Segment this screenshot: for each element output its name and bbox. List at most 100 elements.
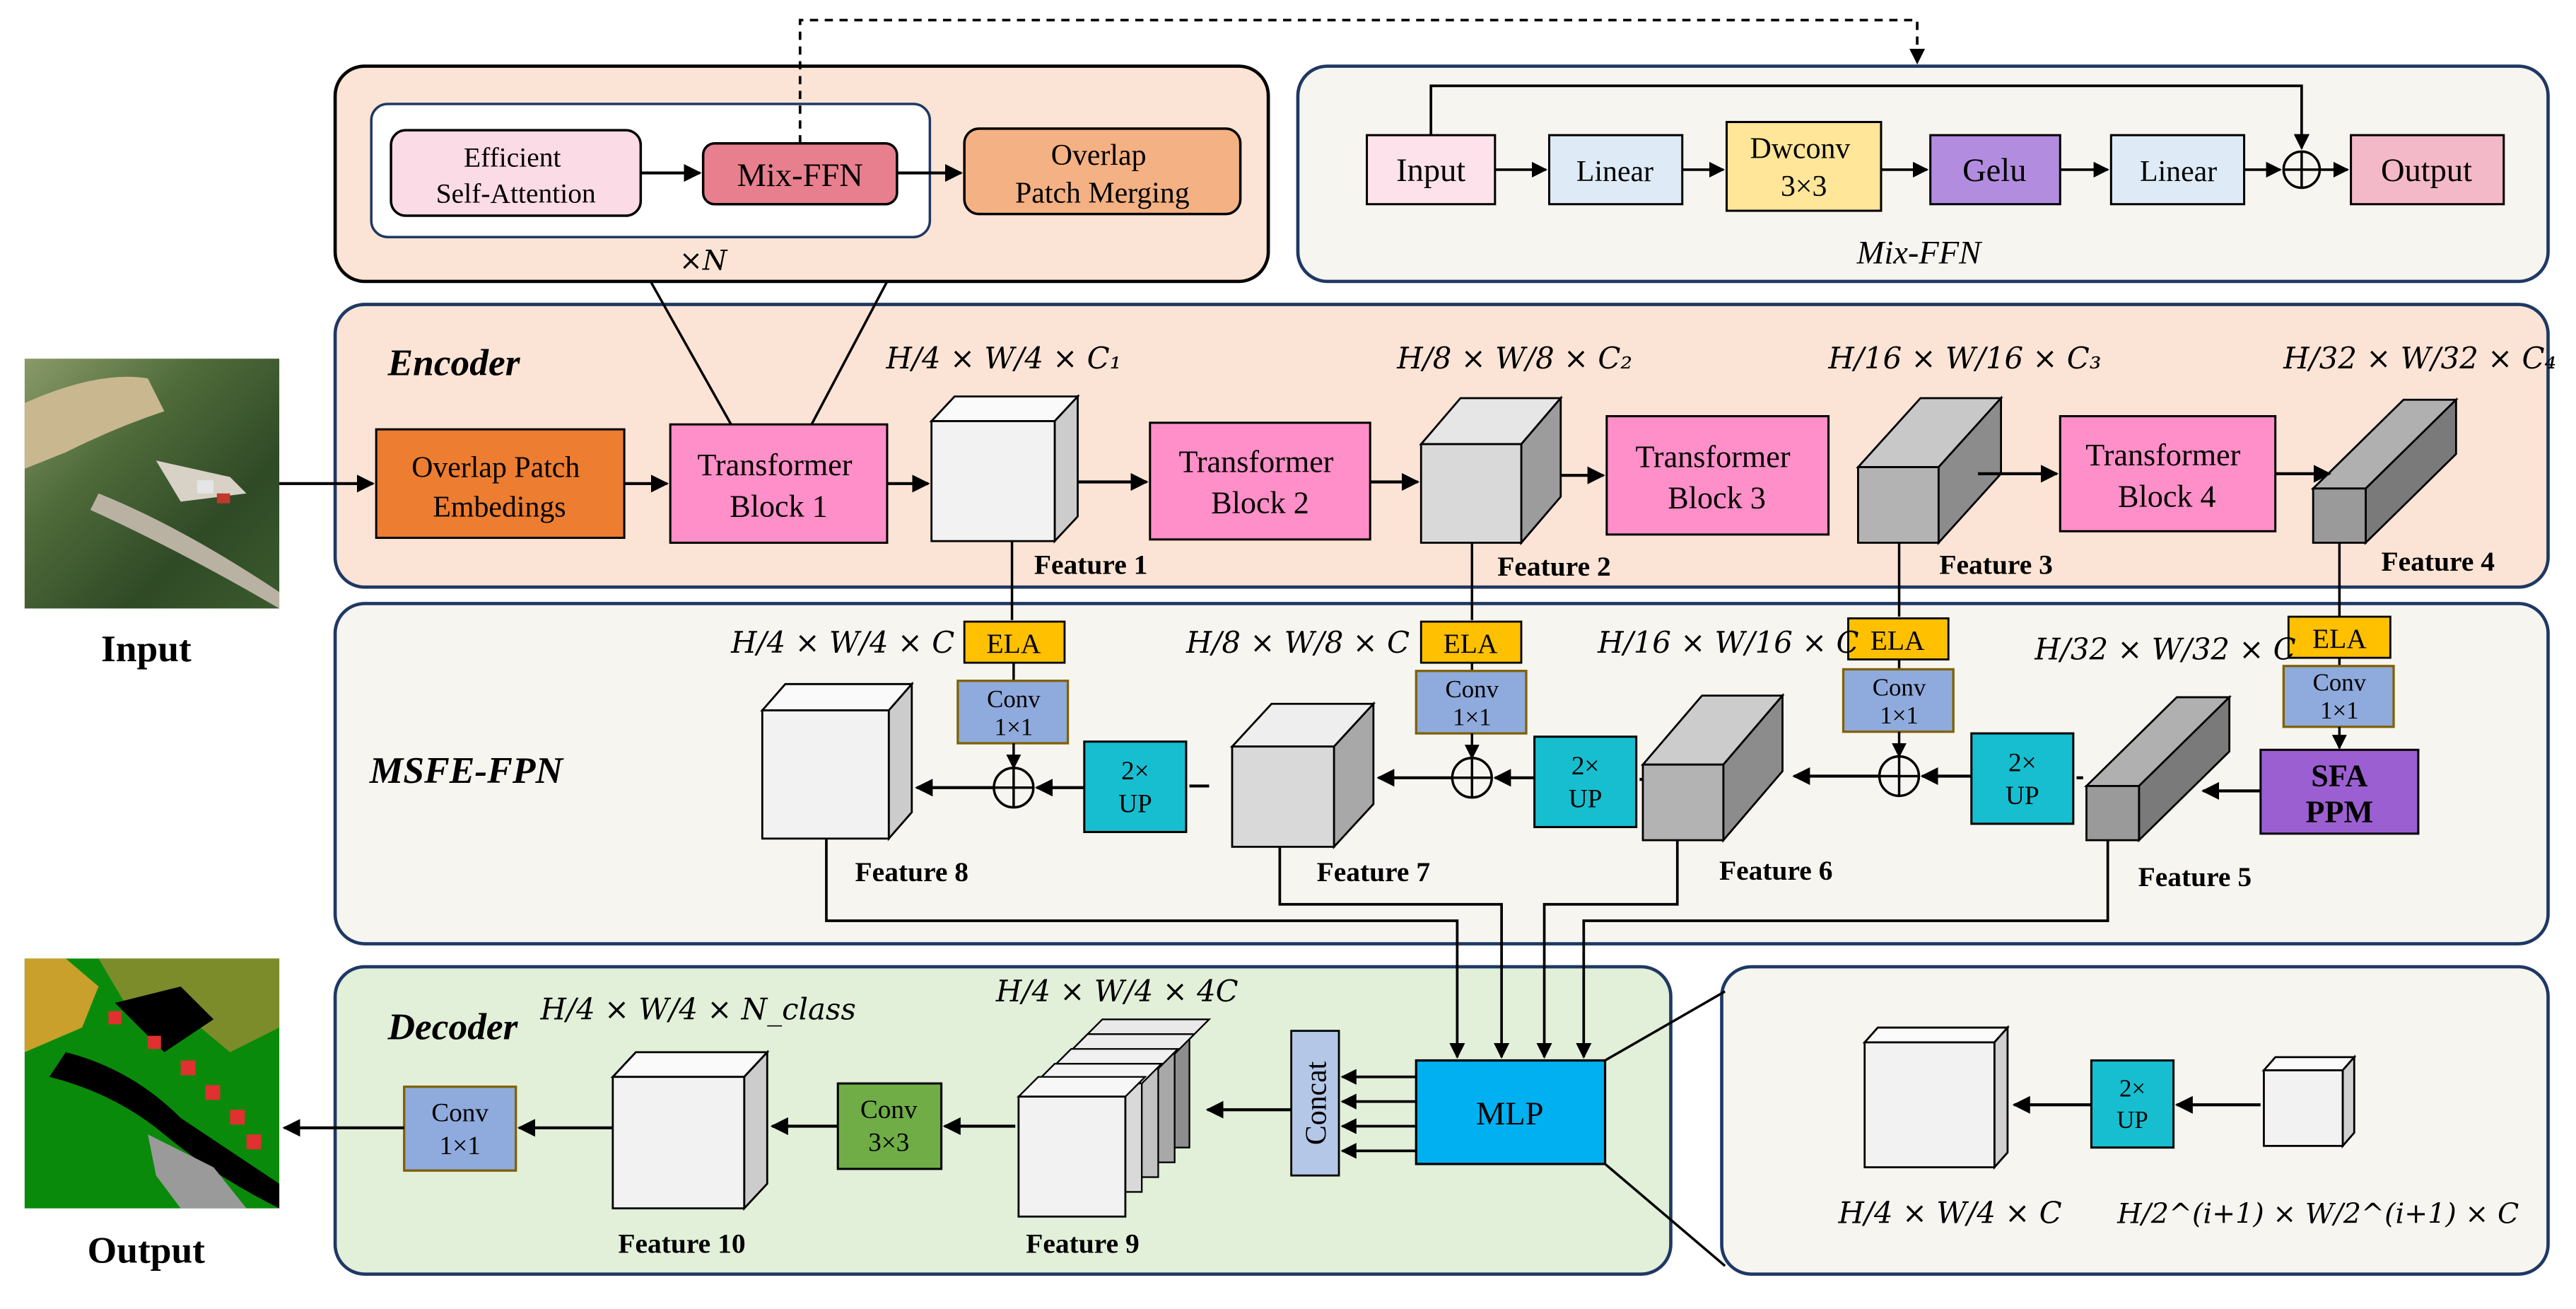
mlp-detail-dim-in: H/2^(i+1) × W/2^(i+1) × C (2117, 1198, 2519, 1231)
ffn-linear2-box (2109, 134, 2246, 206)
up2x-block-3: 2× UP (1970, 732, 2075, 825)
feature-7-label: Feature 7 (1317, 856, 1431, 888)
encoder-dim-1: H/4 × W/4 × C₁ (885, 341, 1121, 376)
mlp-output-cube (1862, 1025, 2010, 1170)
tb4-line1: Transformer (2085, 438, 2240, 472)
ffn-dwconv-line2: 3×3 (1781, 170, 1827, 203)
msfe-fpn-title: MSFE-FPN (369, 749, 565, 791)
conv3x3-block: Conv 3×3 (836, 1082, 943, 1170)
svg-text:Transformer Block 3: Transformer Block 3 (1636, 440, 1798, 516)
encoder-title: Encoder (387, 341, 520, 383)
transformer-block-2 (1149, 421, 1371, 541)
ffn-dwconv-line1: Dwconv (1750, 133, 1851, 165)
merging-line1: Overlap (1051, 139, 1147, 172)
ffn-gelu-label: Gelu (1962, 153, 2026, 189)
up2-line1: 2× (1571, 752, 1600, 781)
feature-7-cube (1229, 701, 1376, 849)
feature-1-cube (929, 394, 1080, 544)
ffn-output-label: Output (2381, 153, 2472, 189)
svg-text:Transformer Block 4: Transformer Block 4 (2085, 438, 2248, 513)
up3-line1: 2× (2008, 749, 2037, 778)
fpn-dim-7: H/8 × W/8 × C (1185, 625, 1410, 660)
concat-block: Concat (1290, 1030, 1340, 1177)
patch-embed-line1: Overlap Patch (411, 452, 580, 484)
out-conv-line2: 1×1 (440, 1131, 481, 1160)
tb3-line1: Transformer (1636, 440, 1791, 475)
conv3-line1: Conv (1873, 674, 1926, 702)
conv3x3-line2: 3×3 (868, 1128, 909, 1157)
feature-9-label: Feature 9 (1026, 1228, 1140, 1259)
ela-block-3: ELA (1847, 617, 1950, 661)
concat-label: Concat (1300, 1061, 1333, 1145)
conv4-line1: Conv (2313, 669, 2367, 697)
svg-text:Dwconv 3×3: Dwconv 3×3 (1750, 133, 1858, 203)
tb2-line1: Transformer (1178, 445, 1333, 479)
sfa-line1: SFA (2311, 758, 2367, 793)
encoder-dim-3: H/16 × W/16 × C₃ (1827, 341, 2101, 376)
overlap-patch-merging-box (963, 127, 1242, 216)
svg-text:2×UP: 2×UP (2117, 1075, 2148, 1134)
fpn-add-icon-3 (1878, 755, 1921, 798)
transformer-block-3 (1605, 415, 1830, 536)
ffn-linear1-label: Linear (1576, 156, 1653, 188)
sfa-line2: PPM (2306, 795, 2374, 830)
ela-1-label: ELA (986, 628, 1041, 659)
feature-6-cube (1640, 692, 1785, 843)
mlp-detail-dim-out: H/4 × W/4 × C (1837, 1196, 2061, 1231)
up2x-block-2: 2×UP (1533, 735, 1638, 829)
tb3-line2: Block 3 (1668, 481, 1766, 516)
transformer-block-4 (2059, 415, 2277, 533)
mlp-block: MLP (1415, 1059, 1607, 1165)
tb2-line2: Block 2 (1211, 486, 1309, 520)
conv1-line1: Conv (987, 685, 1041, 713)
mix-ffn-label: Mix-FFN (737, 158, 863, 194)
feature-2-label: Feature 2 (1497, 551, 1611, 582)
ffn-input-box (1366, 134, 1497, 206)
feature-3-cube (1856, 395, 2003, 546)
feature-8-cube (760, 681, 914, 842)
ffn-output-box (2350, 134, 2505, 206)
overlap-patch-embedding-box (375, 428, 626, 540)
feature-4-cube (2310, 397, 2459, 545)
mlp-upsample-block: 2×UP (2090, 1059, 2175, 1149)
svg-text:Transformer Block 2: Transformer Block 2 (1178, 445, 1341, 520)
efficient-sa-line2: Self-Attention (436, 178, 596, 209)
mlp-input-cube (2261, 1054, 2357, 1149)
up1-line1: 2× (1121, 757, 1149, 786)
transformer-block-1 (669, 423, 889, 544)
ela-4-label: ELA (2312, 623, 2367, 654)
efficient-sa-line1: Efficient (464, 141, 561, 173)
decoder-dim-9: H/4 × W/4 × 4C (995, 974, 1239, 1008)
up3-line2: UP (2006, 781, 2039, 810)
feature-9-stack (1017, 1018, 1212, 1218)
mlp-label: MLP (1476, 1096, 1544, 1132)
conv3x3-line1: Conv (860, 1095, 918, 1124)
output-segmentation-map (24, 958, 280, 1209)
up2x-block-1: 2×UP (1083, 740, 1188, 834)
feature-10-label: Feature 10 (618, 1228, 745, 1259)
svg-text:Transformer Block 1: Transformer Block 1 (698, 448, 860, 523)
ffn-linear1-box (1548, 134, 1684, 206)
svg-text:Overlap Patch Embedings: Overlap Patch Embedings (411, 452, 587, 524)
ela-block-2: ELA (1419, 620, 1523, 664)
mlp-up-line1: 2× (2119, 1075, 2145, 1103)
feature-5-label: Feature 5 (2138, 861, 2252, 892)
ffn-input-label: Input (1396, 153, 1465, 189)
fpn-dim-5: H/32 × W/32 × C (2034, 632, 2295, 666)
output-label: Output (88, 1228, 206, 1271)
decoder-title: Decoder (387, 1005, 518, 1047)
fpn-dim-8: H/4 × W/4 × C (730, 625, 954, 660)
feature-5-cube (2084, 694, 2232, 843)
svg-text:2×UP: 2×UP (1569, 752, 1603, 813)
input-image (24, 359, 280, 609)
